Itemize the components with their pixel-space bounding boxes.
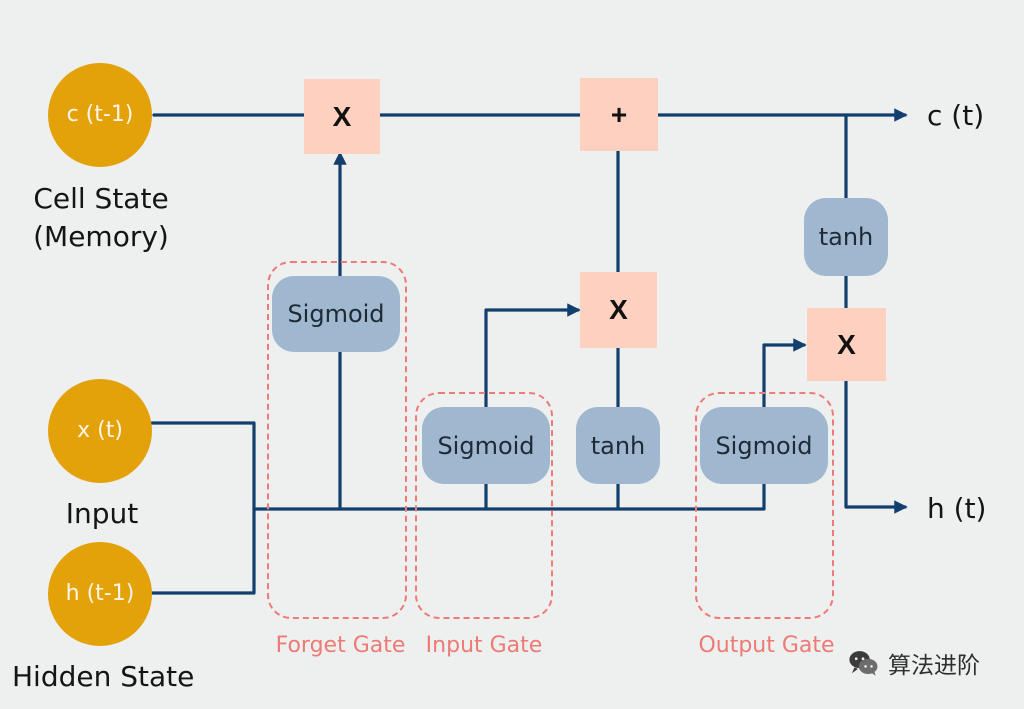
wechat-icon: [849, 651, 878, 676]
input-gate-label: Input Gate: [425, 633, 543, 658]
cell-add-box: +: [580, 78, 658, 151]
ht-prev-connector: [150, 507, 256, 595]
forget-sigmoid: Sigmoid: [272, 276, 400, 352]
watermark: 算法进阶: [846, 646, 980, 680]
forget-gate-label: Forget Gate: [275, 633, 406, 658]
input-sigmoid: Sigmoid: [422, 407, 550, 484]
watermark-text: 算法进阶: [888, 653, 980, 679]
cell-state-label: Cell State (Memory): [33, 182, 169, 253]
hidden-output-arrow: [844, 379, 908, 514]
input-tanh: tanh: [576, 407, 660, 484]
forget-gate-box: [267, 261, 407, 619]
hidden-state-label: Hidden State: [12, 660, 195, 693]
input-multiply-box: X: [580, 272, 657, 348]
previous-hidden-state-node: h (t-1): [48, 542, 152, 646]
cell-output-label: c (t): [927, 99, 985, 132]
cell-tanh: tanh: [804, 198, 888, 276]
output-gate-label: Output Gate: [698, 633, 835, 658]
hidden-output-label: h (t): [927, 492, 987, 525]
output-multiply-box: X: [807, 308, 886, 381]
xt-connector: [150, 421, 256, 511]
input-label: Input: [65, 497, 139, 530]
output-sigmoid: Sigmoid: [700, 407, 828, 484]
forget-multiply-box: X: [304, 79, 380, 154]
previous-cell-state-node: c (t-1): [48, 63, 152, 167]
input-node: x (t): [48, 379, 152, 483]
